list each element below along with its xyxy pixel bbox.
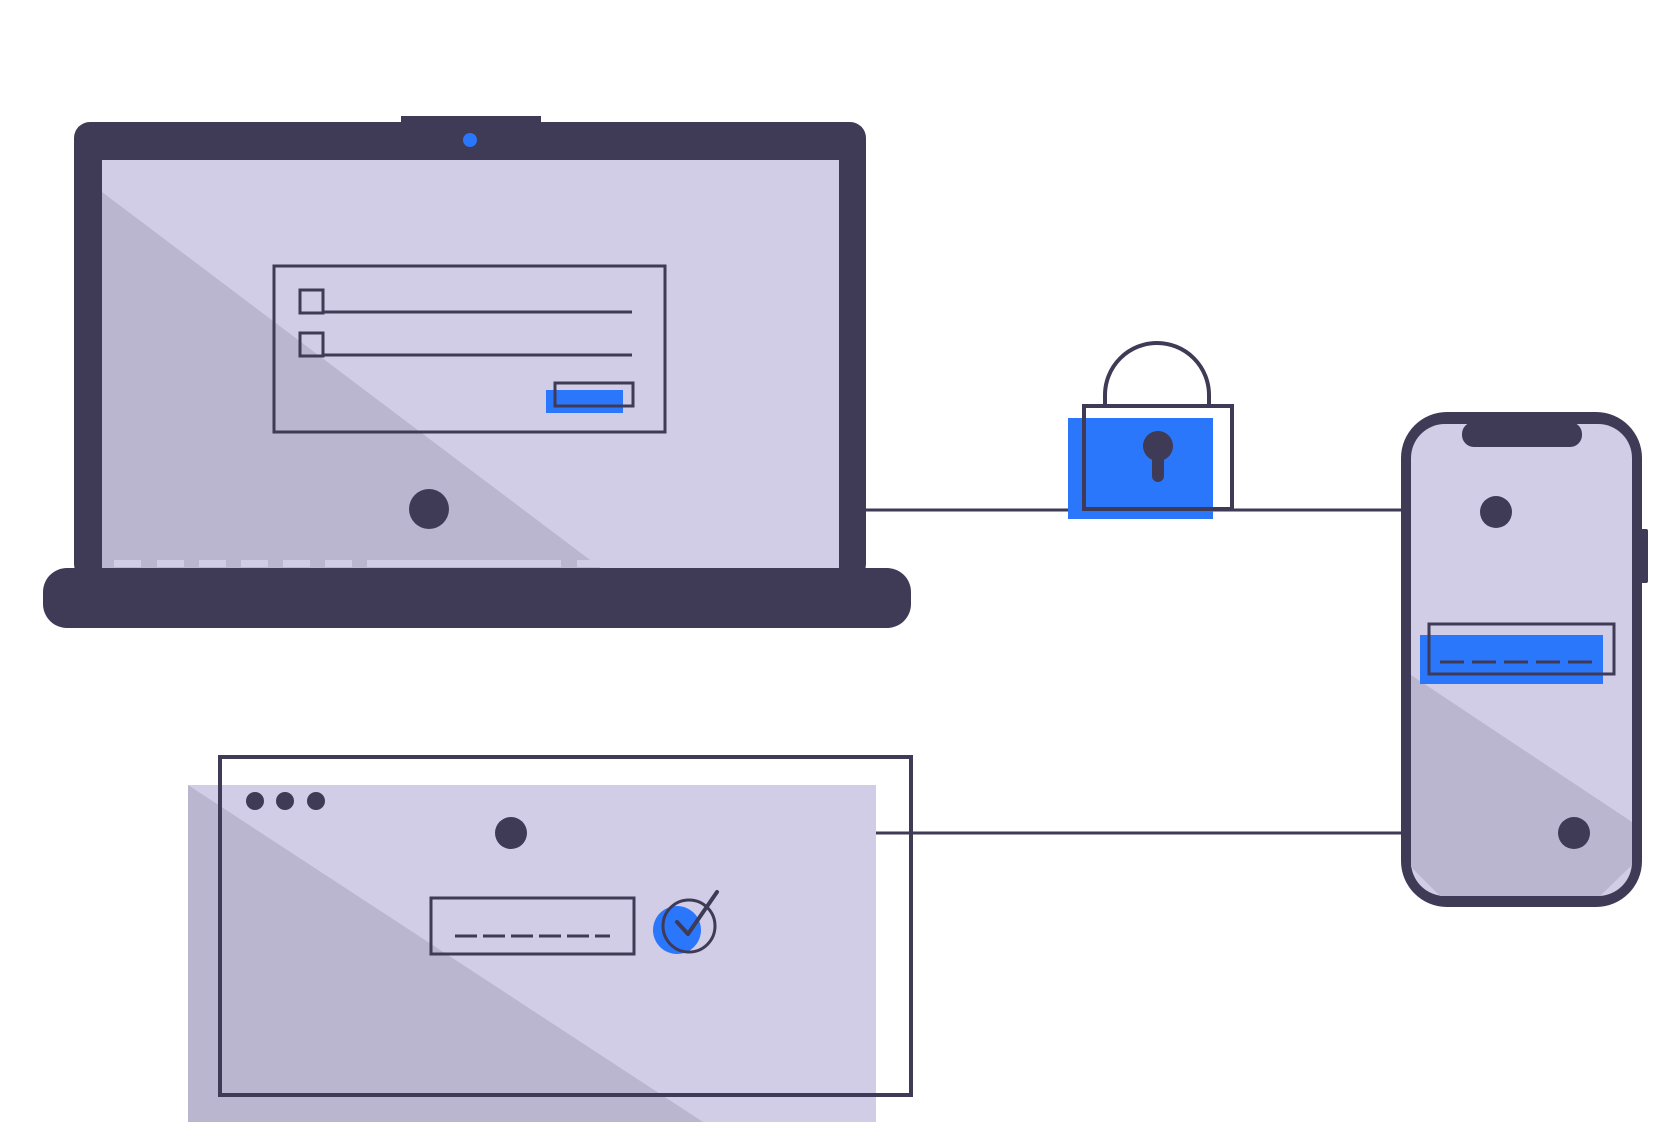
phone-code-accent	[1420, 635, 1603, 684]
browser-frame	[218, 755, 913, 1097]
laptop-key-row	[114, 560, 814, 567]
laptop-connector-node	[409, 489, 449, 529]
phone-connector-node-bottom	[1558, 817, 1590, 849]
laptop-base	[43, 568, 911, 628]
checkmark-accent-circle	[653, 906, 701, 954]
browser-window-controls	[246, 792, 325, 810]
window-dot-3[interactable]	[307, 792, 325, 810]
window-dot-2[interactable]	[276, 792, 294, 810]
login-form-frame	[272, 264, 667, 434]
phone-side-button	[1641, 529, 1648, 583]
laptop	[43, 116, 911, 628]
smartphone	[1401, 412, 1648, 907]
padlock-keyhole-slot	[1152, 450, 1164, 482]
padlock-keyhole	[1143, 431, 1173, 461]
webcam-dot	[463, 133, 477, 147]
form-submit-button-outline	[553, 381, 635, 408]
padlock-accent-block	[1068, 418, 1213, 519]
checkmark-outline-circle	[661, 898, 717, 954]
laptop-camera-bar	[401, 116, 541, 134]
window-dot-1[interactable]	[246, 792, 264, 810]
login-form	[272, 264, 667, 434]
phone-connector-node-top	[1480, 496, 1512, 528]
phone-code-box[interactable]	[1427, 622, 1616, 676]
browser-connector-node	[495, 817, 527, 849]
phone-code-field	[1420, 622, 1616, 684]
form-checkbox-1[interactable]	[298, 288, 325, 315]
checkmark-icon	[653, 890, 719, 954]
browser-window	[188, 755, 913, 1122]
phone-notch	[1462, 422, 1582, 447]
browser-code-field	[429, 896, 636, 956]
form-checkbox-2[interactable]	[298, 331, 325, 358]
form-submit-button[interactable]	[546, 390, 623, 413]
checkmark-tick	[675, 890, 719, 936]
padlock-icon	[1068, 341, 1234, 519]
padlock-body-outline	[1082, 404, 1234, 511]
browser-code-box[interactable]	[429, 896, 636, 956]
padlock-shackle	[1103, 341, 1211, 408]
laptop-screen-shade	[102, 192, 614, 578]
